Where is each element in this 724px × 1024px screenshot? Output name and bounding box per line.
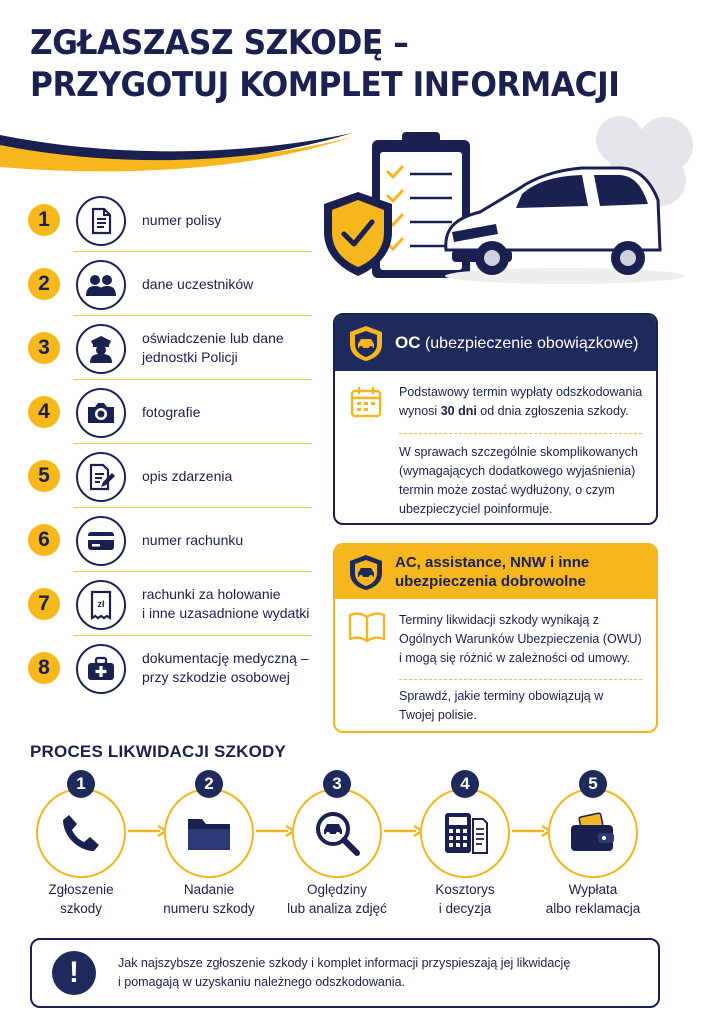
dotted-divider [399,433,642,434]
checklist-item-label: opis zdarzenia [142,467,233,484]
receipt-icon: zł [76,580,126,630]
wallet-icon [548,788,638,878]
dotted-divider [399,679,642,680]
info-note: ! Jak najszybsze zgłoszenie szkody i kom… [30,938,660,1008]
calendar-icon [350,387,382,418]
step-number-badge: 5 [28,460,60,492]
step-number-badge: 3 [28,332,60,364]
checklist-item: 6 numer rachunku [22,508,312,572]
page-title-line-1: ZGŁASZASZ SZKODĘ – [30,23,409,63]
process-step-number: 4 [451,770,479,798]
phone-icon [36,788,126,878]
ac-check-text: Sprawdź, jakie terminy obowiązują w Twoj… [399,689,604,722]
divider [74,251,312,252]
process-step-number: 3 [323,770,351,798]
step-number-badge: 7 [28,588,60,620]
checklist-item: 2 dane uczestników [22,252,312,316]
book-icon [348,612,386,643]
checklist-item: 8 dokumentację medyczną –przy szkodzie o… [22,636,312,700]
process-step-number: 1 [67,770,95,798]
checklist-item-label: dokumentację medyczną –przy szkodzie oso… [142,650,309,685]
info-note-text: Jak najszybsze zgłoszenie szkody i kompl… [118,956,571,989]
first-aid-kit-icon [76,644,126,694]
process-step-number: 5 [579,770,607,798]
people-icon [76,260,126,310]
checklist-item: 5 opis zdarzenia [22,444,312,508]
ac-box-title: AC, assistance, NNW i inne ubezpieczenia… [395,554,590,590]
divider [74,571,312,572]
folder-icon [164,788,254,878]
ac-owu-text: Terminy likwidacji szkody wynikają z Ogó… [399,613,642,665]
checklist-item-label: fotografie [142,403,201,420]
oc-info-box: OC (ubezpieczenie obowiązkowe) Podstawow… [333,313,658,525]
calculator-icon [420,788,510,878]
checklist-item-label: dane uczestników [142,275,254,292]
svg-text:zł: zł [97,599,105,609]
divider [74,315,312,316]
step-number-badge: 6 [28,524,60,556]
checklist-item: 1 numer polisy [22,188,312,252]
process-step-number: 2 [195,770,223,798]
oc-extension-text: W sprawach szczególnie skomplikowanych (… [399,445,638,516]
edit-document-icon [76,452,126,502]
step-number-badge: 8 [28,652,60,684]
police-officer-icon [76,324,126,374]
divider [74,443,312,444]
checklist-item-label: numer rachunku [142,531,244,548]
oc-box-title: OC (ubezpieczenie obowiązkowe) [395,333,639,352]
shield-car-icon [350,326,382,361]
car-icon [444,166,685,284]
shield-check-icon [324,192,392,276]
hero-illustration [324,116,693,284]
divider [74,635,312,636]
divider [74,507,312,508]
page-title: ZGŁASZASZ SZKODĘ – PRZYGOTUJ KOMPLET INF… [30,22,620,106]
magnifier-car-icon [292,788,382,878]
checklist-item-label: numer polisy [142,211,222,228]
process-title: PROCES LIKWIDACJI SZKODY [30,742,287,761]
exclamation-icon: ! [52,951,96,995]
page-title-line-2: PRZYGOTUJ KOMPLET INFORMACJI [30,65,620,105]
step-number-badge: 4 [28,396,60,428]
document-icon [76,196,126,246]
oc-deadline-text: Podstawowy termin wypłaty odszkodowania … [399,385,643,418]
ac-info-box: AC, assistance, NNW i inne ubezpieczenia… [333,543,658,733]
divider [74,379,312,380]
step-number-badge: 2 [28,268,60,300]
checklist-item: 4 fotografie [22,380,312,444]
decorative-swoosh [0,133,352,172]
bank-card-icon [76,516,126,566]
oc-box-header: OC (ubezpieczenie obowiązkowe) [335,315,656,371]
step-number-badge: 1 [28,204,60,236]
shield-car-icon [350,555,382,590]
camera-icon [76,388,126,438]
ac-box-header: AC, assistance, NNW i inne ubezpieczenia… [335,545,656,599]
